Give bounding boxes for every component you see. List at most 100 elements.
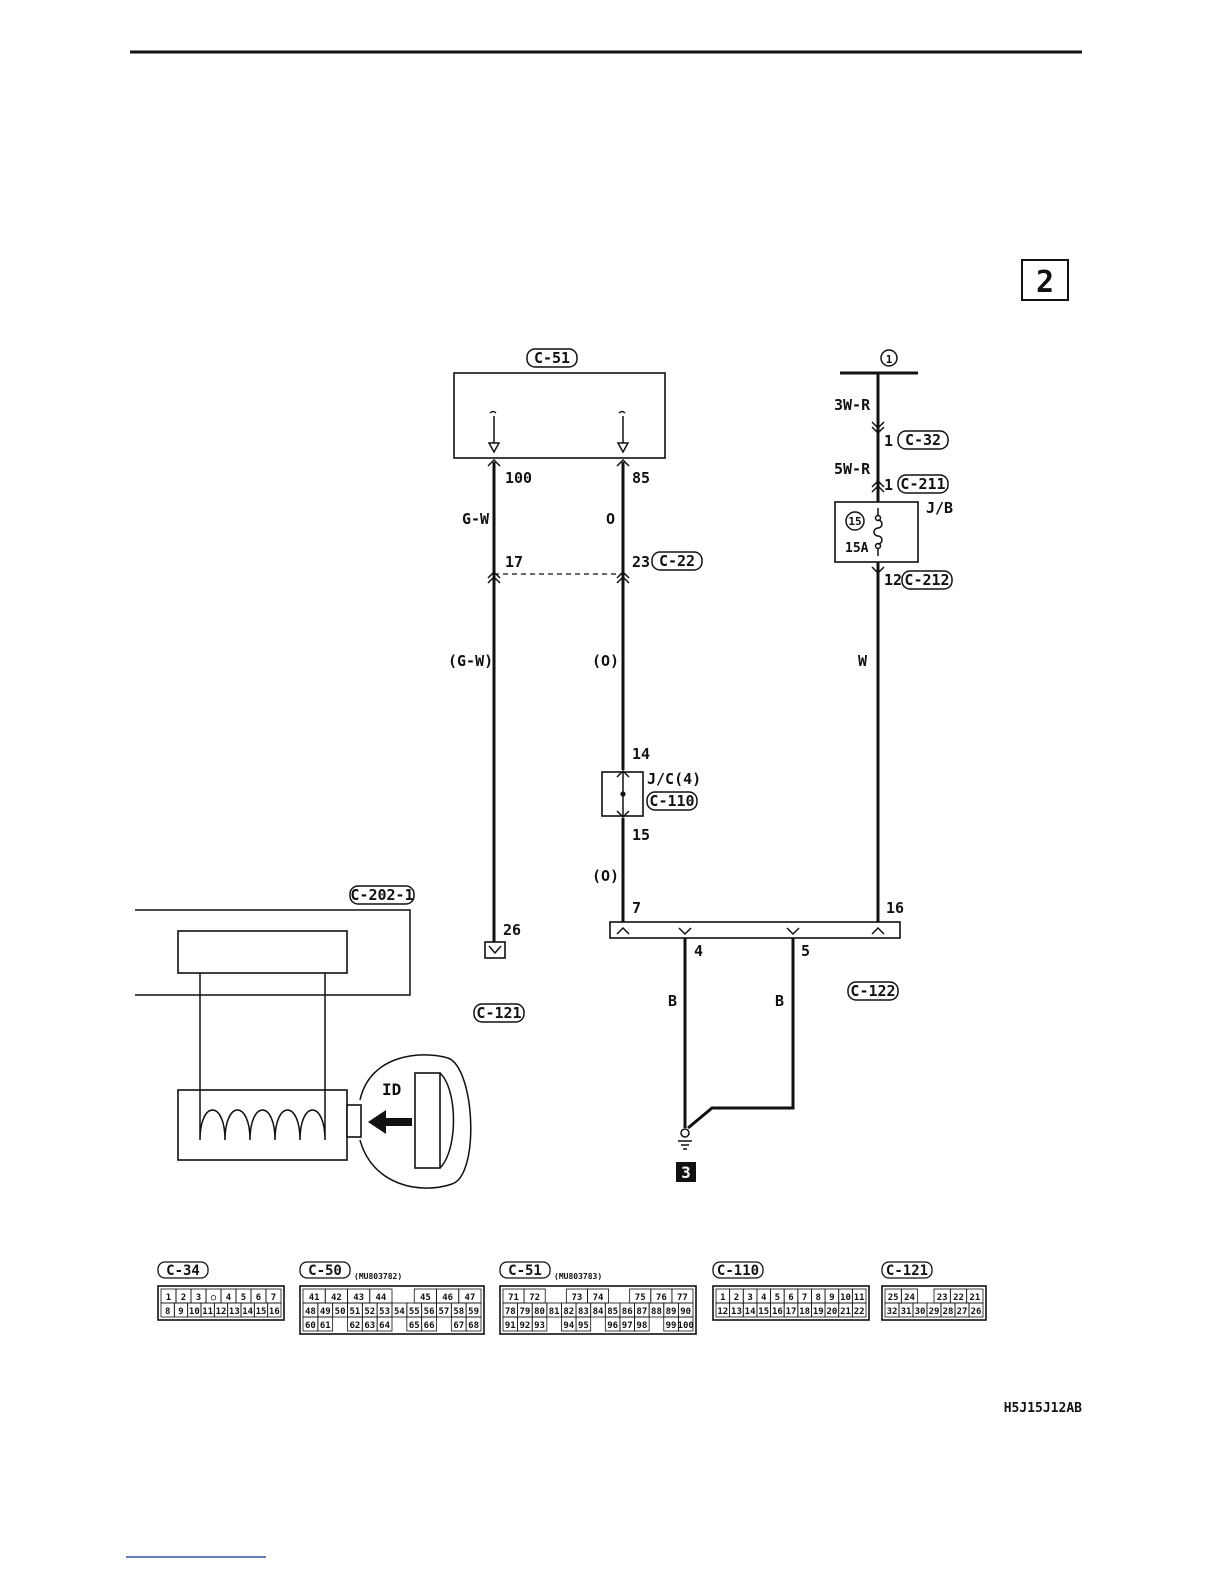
- c202-label: C-202-1: [350, 886, 413, 904]
- legend-pin-label: 8: [165, 1307, 170, 1317]
- legend-pin-label: 4: [226, 1293, 232, 1303]
- legend-pin-label: 6: [256, 1293, 261, 1303]
- legend-label-box: [157, 1261, 209, 1279]
- c110-label-box: [646, 791, 698, 811]
- key-id-label: ID: [382, 1080, 401, 1099]
- immobilizer-antenna: C-202-1 ID: [135, 885, 472, 1189]
- legend-pin-label: 43: [353, 1293, 364, 1303]
- legend-pin-label: 66: [424, 1321, 435, 1331]
- legend-pin-label: 67: [453, 1321, 464, 1331]
- legend-pin-label: 26: [971, 1307, 982, 1317]
- wire-label-3wr: 3W-R: [834, 396, 871, 414]
- legend-pin-label: 96: [607, 1321, 618, 1331]
- legend-pin-label: 92: [520, 1321, 531, 1331]
- c211-label: C-211: [900, 475, 945, 493]
- c122-pin-7: 7: [632, 899, 641, 917]
- legend-pin-cell: [634, 1316, 650, 1332]
- legend-pin-label: 97: [622, 1321, 633, 1331]
- legend-pin-label: 95: [578, 1321, 589, 1331]
- legend-pin-label: 30: [915, 1307, 926, 1317]
- legend-pin-label: 28: [943, 1307, 954, 1317]
- c122-pin-16: 16: [886, 899, 904, 917]
- legend-pin-label: 57: [438, 1307, 449, 1317]
- wire-label-5wr: 5W-R: [834, 460, 871, 478]
- legend-pin-label: 49: [320, 1307, 331, 1317]
- c122-label-box: [847, 981, 899, 1001]
- legend-pin-label: 44: [375, 1293, 386, 1303]
- ground-marker: 3: [681, 1163, 691, 1182]
- legend-pin-label: 7: [802, 1293, 807, 1303]
- legend-pin-label: 4: [761, 1293, 767, 1303]
- legend-pin-label: ○: [211, 1293, 217, 1303]
- legend-pin-label: 8: [816, 1293, 821, 1303]
- legend-pin-cell: [465, 1316, 482, 1332]
- legend-pin-label: 86: [622, 1307, 633, 1317]
- legend-label: C-51: [508, 1263, 542, 1279]
- legend-part-number: (MU803783): [554, 1272, 602, 1281]
- legend-label-box: [299, 1261, 351, 1279]
- legend-pin-cell: [677, 1316, 694, 1332]
- fuse-icon: [873, 508, 883, 556]
- legend-pin-label: 93: [534, 1321, 545, 1331]
- antenna-connector-box: [177, 930, 348, 974]
- c211-label-box: [897, 474, 949, 494]
- legend-pin-label: 81: [549, 1307, 560, 1317]
- page-number-box: [1021, 259, 1069, 301]
- key-head-outline: [359, 1054, 472, 1189]
- legend-pin-cell: [317, 1316, 334, 1332]
- c110-pin-14: 14: [632, 745, 650, 763]
- c22-label: C-22: [659, 552, 695, 570]
- legend-pin-label: 1: [720, 1293, 725, 1303]
- legend-pin-label: 84: [593, 1307, 604, 1317]
- legend-pin-label: 46: [442, 1293, 453, 1303]
- legend-pin-label: 16: [269, 1307, 280, 1317]
- legend-pin-label: 2: [181, 1293, 186, 1303]
- legend-pin-label: 41: [309, 1293, 320, 1303]
- legend-pin-label: 15: [758, 1307, 769, 1317]
- key-plate-curve: [439, 1072, 455, 1169]
- wire-label-gw-paren: (G-W): [448, 652, 493, 670]
- legend-pin-label: 50: [335, 1307, 346, 1317]
- c22-pin-17: 17: [505, 553, 523, 571]
- legend-pin-label: 88: [651, 1307, 662, 1317]
- legend-pin-label: 3: [747, 1293, 752, 1303]
- legend-pin-label: 73: [571, 1293, 582, 1303]
- legend-pin-label: 56: [424, 1307, 435, 1317]
- legend-pin-label: 47: [464, 1293, 475, 1303]
- legend-pin-label: 60: [305, 1321, 316, 1331]
- ecu-terminal-a-arrow: [487, 442, 501, 454]
- legend-pin-label: 82: [563, 1307, 574, 1317]
- legend-pin-label: 6: [788, 1293, 793, 1303]
- legend-pin-label: 24: [904, 1293, 915, 1303]
- c122-label: C-122: [850, 982, 895, 1000]
- legend-pin-label: 21: [840, 1307, 851, 1317]
- legend-pin-label: 83: [578, 1307, 589, 1317]
- legend-pin-label: 80: [534, 1307, 545, 1317]
- coil-stem: [346, 1104, 362, 1138]
- legend-pin-label: 98: [636, 1321, 647, 1331]
- c122-pin-5: 5: [801, 942, 810, 960]
- legend-pin-label: 18: [799, 1307, 810, 1317]
- legend-pin-label: 20: [826, 1307, 837, 1317]
- legend-pin-cell: [968, 1302, 984, 1318]
- ground-symbol: [678, 1140, 692, 1150]
- legend-pin-label: 64: [379, 1321, 390, 1331]
- legend-pin-label: 13: [731, 1307, 742, 1317]
- legend-pin-label: 9: [829, 1293, 834, 1303]
- legend-pin-label: 59: [468, 1307, 479, 1317]
- legend-pin-cell: [851, 1302, 867, 1318]
- legend-pin-label: 21: [969, 1293, 980, 1303]
- legend-connector-body: [499, 1285, 697, 1335]
- legend-label: C-50: [308, 1263, 342, 1279]
- legend-pin-label: 5: [241, 1293, 246, 1303]
- legend-pin-label: 29: [929, 1307, 940, 1317]
- legend-pin-label: 45: [420, 1293, 431, 1303]
- legend-pin-label: 31: [901, 1307, 912, 1317]
- legend-pin-label: 32: [887, 1307, 898, 1317]
- legend-pin-label: 74: [593, 1293, 604, 1303]
- legend-pin-label: 48: [305, 1307, 316, 1317]
- legend-pin-label: 76: [656, 1293, 667, 1303]
- legend-pin-label: 10: [840, 1293, 851, 1303]
